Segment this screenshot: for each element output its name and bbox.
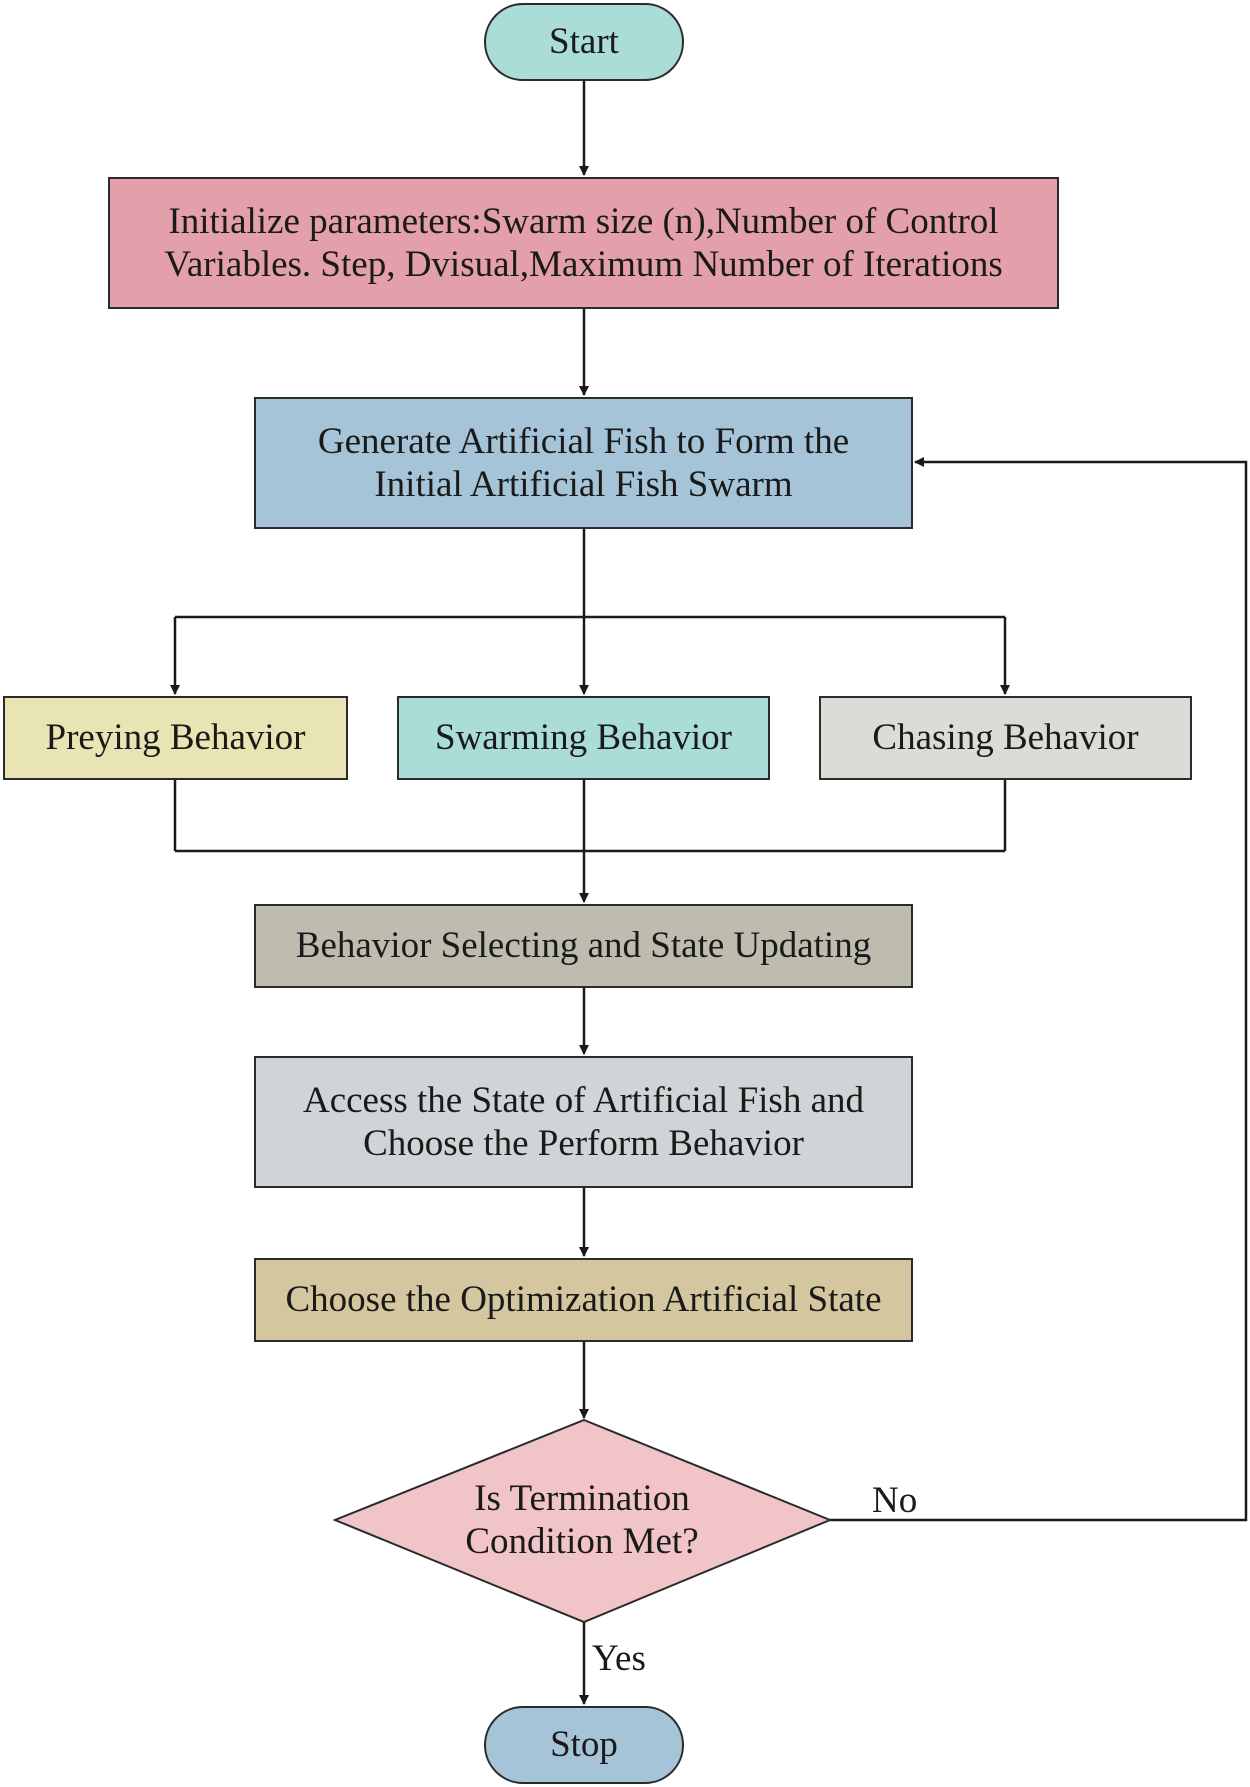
termination-decision-label: Is Termination Condition Met? (465, 1477, 699, 1562)
no-branch-label: No (872, 1480, 918, 1521)
generate-swarm-box: Generate Artificial Fish to Form the Ini… (254, 397, 913, 529)
arrow-no-loop-back (830, 457, 1248, 1522)
initialize-parameters-box: Initialize parameters:Swarm size (n),Num… (108, 177, 1059, 309)
start-terminal: Start (484, 3, 684, 81)
choose-optimization-box: Choose the Optimization Artificial State (254, 1258, 913, 1342)
swarming-behavior-box: Swarming Behavior (397, 696, 770, 780)
stop-terminal: Stop (484, 1706, 684, 1784)
yes-branch-label: Yes (592, 1638, 646, 1679)
decision-diamond (332, 1418, 833, 1624)
preying-behavior-box: Preying Behavior (3, 696, 348, 780)
access-state-box: Access the State of Artificial Fish and … (254, 1056, 913, 1188)
behavior-selecting-box: Behavior Selecting and State Updating (254, 904, 913, 988)
chasing-behavior-box: Chasing Behavior (819, 696, 1192, 780)
